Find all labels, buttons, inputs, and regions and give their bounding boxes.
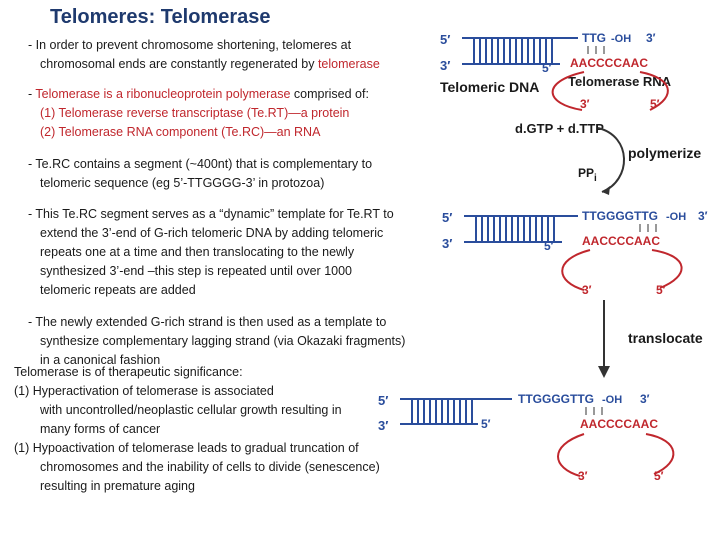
ppi-text: PP <box>578 166 594 180</box>
bullet-1-line-1: - In order to prevent chromosome shorten… <box>28 38 352 52</box>
translocate-label: translocate <box>628 330 703 346</box>
panel-3-dna-5prime: 5′ <box>481 417 491 431</box>
bullet-4-line-5: telomeric repeats are added <box>40 283 196 297</box>
panel-1-top-5prime: 5′ <box>440 32 450 47</box>
panel-3-rna-5prime: 5′ <box>654 469 664 483</box>
bullet-5-line-2: synthesize complementary lagging strand … <box>40 334 406 348</box>
panel-1-rna-3prime: 3′ <box>580 97 590 111</box>
page-title: Telomeres: Telomerase <box>50 6 271 28</box>
bullet-5-line-3: in a canonical fashion <box>40 353 161 367</box>
bullet-1-text: chromosomal ends are constantly regenera… <box>40 57 318 71</box>
panel-2: 5′ 3′ 5′ TTGGGGTTG -OH 3′ AACCCCAAC 3′ 5… <box>442 209 708 297</box>
bullet-4-line-4: synthesized 3’-end –this step is repeate… <box>40 264 352 278</box>
panel-3-rna-loop-left <box>557 433 585 477</box>
panel-1-bottom-3prime: 3′ <box>440 58 450 73</box>
bullet-2: - Telomerase is a ribonucleoprotein poly… <box>28 85 369 142</box>
panel-2-top-5prime: 5′ <box>442 210 452 225</box>
polymerize-step: d.GTP + d.TTP polymerize PPi <box>515 121 701 195</box>
panel-1: 5′ 3′ 5′ TTG -OH 3′ AACCCCAAC Telomeric … <box>440 31 672 111</box>
bullet-4-line-3: repeats one at a time and then transloca… <box>40 245 355 259</box>
rnp-highlight: Telomerase is a ribonucleoprotein polyme… <box>35 87 291 101</box>
panel-1-dna-5prime: 5′ <box>542 61 552 75</box>
therapeutic-heading: Telomerase is of therapeutic significanc… <box>14 365 243 379</box>
therapeutic-section: Telomerase is of therapeutic significanc… <box>14 363 380 496</box>
panel-3-ttggggttg: TTGGGGTTG <box>518 392 594 406</box>
panel-3-rna-3prime: 3′ <box>578 469 588 483</box>
polymerize-arrowhead <box>602 186 610 195</box>
therapeutic-item-2-line-2: chromosomes and the inability of cells t… <box>40 460 380 474</box>
bullet-4-line-2: extend the 3’-end of G-rich telomeric DN… <box>40 226 384 240</box>
ppi-label: PPi <box>578 166 597 184</box>
panel-1-rna-loop-right <box>639 71 669 111</box>
therapeutic-item-2-line-1: (1) Hypoactivation of telomerase leads t… <box>14 441 359 455</box>
therapeutic-item-1-line-1: (1) Hyperactivation of telomerase is ass… <box>14 384 274 398</box>
panel-1-rna-seq: AACCCCAAC <box>570 56 648 70</box>
panel-3-rna-seq: AACCCCAAC <box>580 417 658 431</box>
panel-2-rna-loop-left <box>561 249 591 291</box>
translocate-step: translocate <box>598 300 703 378</box>
panel-1-rna-5prime: 5′ <box>650 97 660 111</box>
therapeutic-item-1-line-2: with uncontrolled/neoplastic cellular gr… <box>40 403 342 417</box>
panel-2-rna-5prime: 5′ <box>656 283 666 297</box>
panel-1-ttg: TTG <box>582 31 606 45</box>
panel-1-ttg-3prime: 3′ <box>646 31 656 45</box>
panel-3-basepairs <box>585 407 603 415</box>
bullet-4-line-1: - This Te.RC segment serves as a “dynami… <box>28 207 394 221</box>
panel-2-rna-3prime: 3′ <box>582 283 592 297</box>
translocate-arrowhead <box>598 366 610 378</box>
dntp-label: d.GTP + d.TTP <box>515 121 604 136</box>
panel-2-basepairs <box>639 224 657 232</box>
panel-3-bottom-3prime: 3′ <box>378 418 388 433</box>
telomerase-highlight: telomerase <box>317 57 380 71</box>
panel-1-oh: -OH <box>611 33 631 45</box>
bullet-2-sub-1: (1) Telomerase reverse transcriptase (Te… <box>40 106 350 120</box>
bullet-2-rest: comprised of: <box>290 87 369 101</box>
panel-1-rna-loop-left <box>551 71 585 111</box>
panel-2-oh: -OH <box>666 211 686 223</box>
panel-1-dna-duplex <box>462 37 578 65</box>
panel-3-3prime: 3′ <box>640 392 650 406</box>
polymerize-label: polymerize <box>628 145 701 161</box>
panel-2-ttggggttg: TTGGGGTTG <box>582 209 658 223</box>
panel-3-dna-duplex <box>400 398 512 425</box>
panel-2-rna-seq: AACCCCAAC <box>582 234 660 248</box>
panel-3-rna-loop-right <box>645 433 675 475</box>
bullet-4: - This Te.RC segment serves as a “dynami… <box>28 205 394 300</box>
ppi-subscript: i <box>594 173 597 184</box>
panel-3-top-5prime: 5′ <box>378 393 388 408</box>
bullet-1: - In order to prevent chromosome shorten… <box>28 36 380 74</box>
bullet-5-line-1: - The newly extended G-rich strand is th… <box>28 315 387 329</box>
bullet-3: - Te.RC contains a segment (~400nt) that… <box>28 155 372 193</box>
panel-1-basepairs <box>587 46 605 54</box>
panel-2-bottom-3prime: 3′ <box>442 236 452 251</box>
bullet-5: - The newly extended G-rich strand is th… <box>28 313 405 370</box>
bullet-2-sub-2: (2) Telomerase RNA component (Te.RC)—an … <box>40 125 321 139</box>
bullet-2-dash: - <box>28 87 36 101</box>
panel-2-rna-loop-right <box>651 249 683 289</box>
panel-3-oh: -OH <box>602 394 622 406</box>
therapeutic-item-2-line-3: resulting in premature aging <box>40 479 195 493</box>
bullet-3-line-2: telomeric sequence (eg 5’-TTGGGG-3’ in p… <box>40 176 325 190</box>
panel-3: 5′ 3′ 5′ TTGGGGTTG -OH 3′ AACCCCAAC 3′ 5… <box>378 392 675 483</box>
polymerize-arrow <box>597 127 625 193</box>
therapeutic-item-1-line-3: many forms of cancer <box>40 422 161 436</box>
bullet-3-line-1: - Te.RC contains a segment (~400nt) that… <box>28 157 373 171</box>
panel-2-dna-5prime: 5′ <box>544 239 554 253</box>
panel-2-3prime: 3′ <box>698 209 708 223</box>
telomerase-rna-label: Telomerase RNA <box>568 74 672 89</box>
panel-2-dna-duplex <box>464 215 578 243</box>
bullet-2-line-1: - Telomerase is a ribonucleoprotein poly… <box>28 85 369 104</box>
telomeric-dna-label: Telomeric DNA <box>440 79 539 95</box>
bullet-1-line-2: chromosomal ends are constantly regenera… <box>28 55 380 74</box>
